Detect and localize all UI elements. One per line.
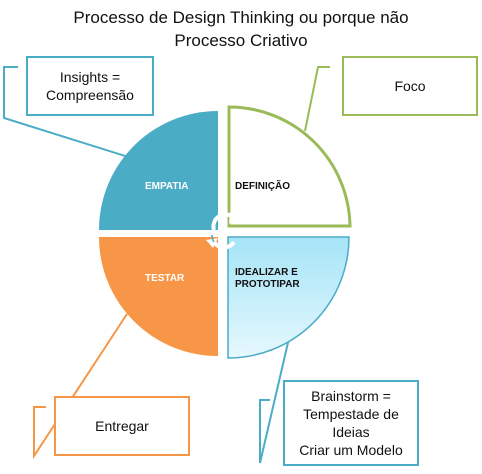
page-title: Processo de Design Thinking ou porque nã… (0, 6, 482, 52)
entregar-connector (33, 313, 128, 460)
idealizar-label: IDEALIZAR E PROTOTIPAR (235, 267, 300, 290)
definicao-label: DEFINIÇÃO (235, 181, 290, 192)
cycle-arrowhead-icon (229, 212, 240, 224)
brainstorm-connector (259, 333, 291, 464)
foco-callout: Foco (342, 56, 478, 116)
foco-connector (304, 66, 330, 132)
title-line-2: Processo Criativo (174, 31, 308, 50)
definicao-segment (227, 105, 352, 228)
insights-callout: Insights = Compreensão (26, 56, 154, 116)
title-line-1: Processo de Design Thinking ou porque nã… (73, 8, 409, 27)
entregar-callout: Entregar (54, 396, 190, 456)
empatia-segment (99, 111, 218, 230)
empatia-label: EMPATIA (145, 181, 189, 192)
testar-segment (99, 237, 218, 356)
cycle-arrowhead-icon-2 (206, 238, 218, 248)
insights-connector (3, 66, 139, 161)
testar-label: TESTAR (145, 273, 185, 284)
cycle-arrow-icon-2 (212, 240, 236, 250)
idealizar-segment (227, 236, 350, 359)
brainstorm-callout: Brainstorm = Tempestade de Ideias Criar … (283, 380, 419, 466)
cycle-arrow-outline (211, 234, 215, 243)
